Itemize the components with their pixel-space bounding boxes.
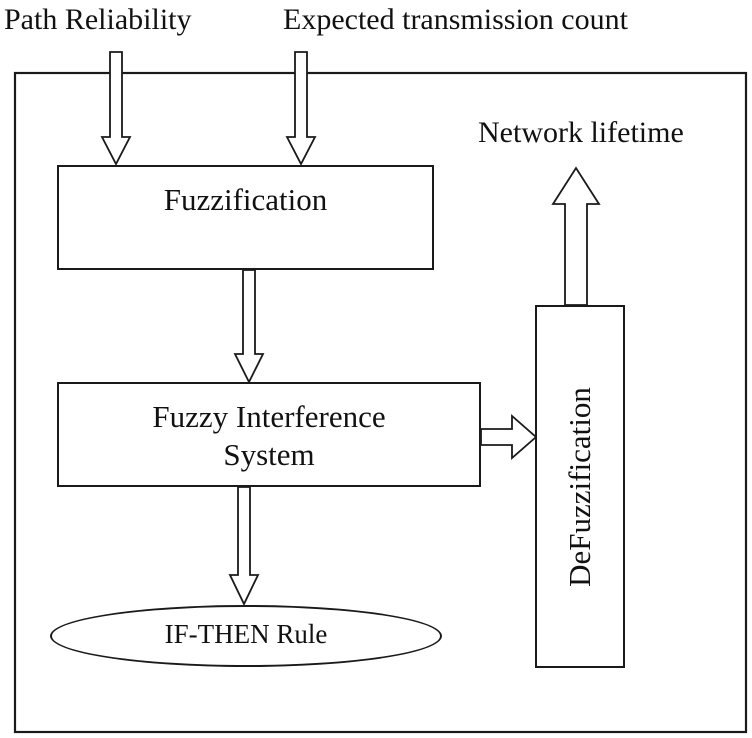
- fuzzification-to-fis-arrow: [233, 269, 265, 385]
- expected-transmission-count-label: Expected transmission count: [283, 3, 628, 36]
- defuzzification-label: DeFuzzification: [562, 387, 597, 587]
- defuzzification-block: DeFuzzification: [535, 305, 625, 668]
- path-reliability-label: Path Reliability: [4, 3, 192, 36]
- fis-to-rule-arrow: [228, 486, 260, 607]
- fuzzy-interference-system-block: Fuzzy Interference System: [57, 382, 481, 487]
- if-then-rule-ellipse: IF-THEN Rule: [50, 605, 442, 667]
- path-reliability-arrow: [100, 51, 132, 166]
- fuzzification-label: Fuzzification: [163, 182, 328, 217]
- fuzzy-interference-label-line2: System: [223, 437, 315, 472]
- outer-frame: [13, 71, 748, 734]
- expected-transmission-arrow: [285, 51, 317, 166]
- defuzzification-to-output-arrow: [551, 166, 601, 306]
- fis-to-defuzzification-arrow: [480, 414, 538, 460]
- network-lifetime-label: Network lifetime: [478, 116, 684, 149]
- fuzzification-block: Fuzzification: [57, 165, 434, 270]
- if-then-rule-label: IF-THEN Rule: [164, 619, 328, 649]
- fuzzy-interference-label-line1: Fuzzy Interference: [152, 399, 386, 434]
